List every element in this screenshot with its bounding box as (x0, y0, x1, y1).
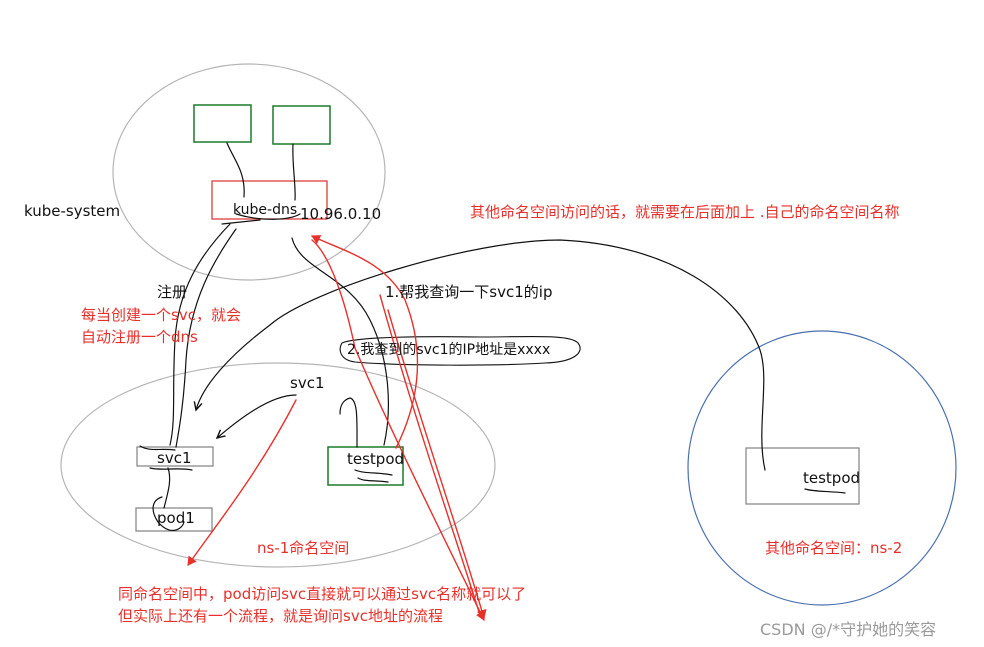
black-connectors (139, 142, 846, 531)
kube-dns-ip-label: 10.96.0.10 (300, 205, 382, 223)
dns-pod-box-1 (193, 104, 252, 143)
testpod-ns1-label: testpod (347, 450, 405, 468)
ns1-namespace-label: ns-1命名空间 (257, 539, 350, 557)
svc1-box-label: svc1 (157, 449, 192, 467)
svc1-box (136, 446, 214, 467)
auto-register-note-line1: 每当创建一个svc，就会 (81, 306, 241, 324)
step2-label: 2.我查到的svc1的IP地址是xxxx (347, 342, 551, 358)
testpod-box-ns1 (327, 446, 404, 486)
step1-label: 1.帮我查询一下svc1的ip (385, 283, 553, 301)
same-ns-note-line2: 但实际上还有一个流程，就是询问svc地址的流程 (118, 607, 443, 625)
dns-pod-box-2 (272, 105, 331, 145)
ns1-ellipse (60, 362, 496, 568)
testpod-box-ns2 (745, 447, 860, 505)
cross-namespace-note: 其他命名空间访问的话，就需要在后面加上 .自己的命名空间名称 (470, 203, 900, 221)
ns2-ellipse (687, 330, 957, 606)
pod1-box (135, 507, 213, 532)
auto-register-note-line2: 自动注册一个dns (81, 328, 198, 346)
step2-bubble (339, 335, 581, 366)
red-arrows (187, 235, 487, 621)
svc-group-label: svc1 (290, 374, 325, 392)
watermark: CSDN @/*守护她的笑容 (760, 620, 937, 639)
kube-system-label: kube-system (24, 202, 121, 220)
ns2-namespace-label: 其他命名空间：ns-2 (765, 539, 903, 557)
kube-dns-label: kube-dns (233, 202, 298, 218)
register-label: 注册 (157, 283, 188, 301)
same-ns-note-line1: 同命名空间中，pod访问svc直接就可以通过svc名称就可以了 (118, 585, 527, 603)
testpod-ns2-label: testpod (803, 469, 861, 487)
kube-system-ellipse (112, 63, 386, 281)
pod1-box-label: pod1 (157, 509, 195, 527)
